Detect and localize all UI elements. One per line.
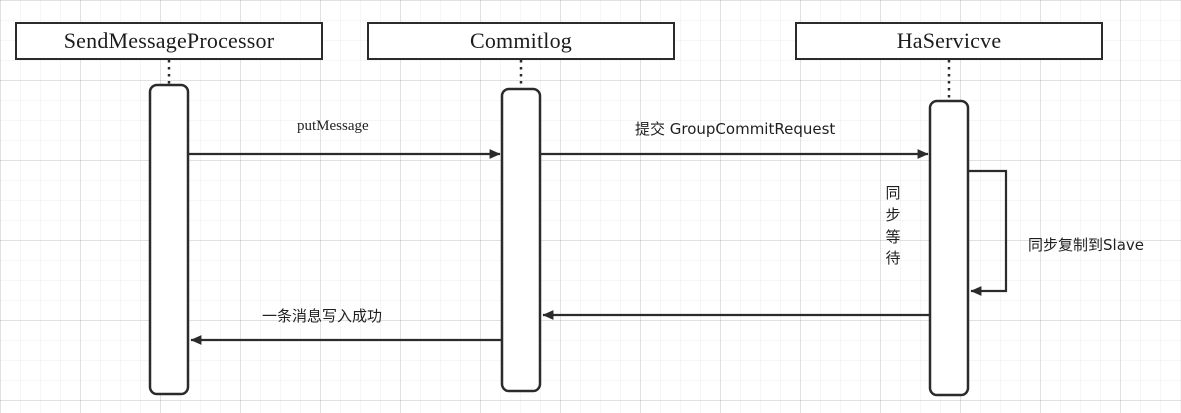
lifelines	[167, 60, 951, 102]
activation-commitlog	[500, 87, 542, 393]
participant-box-commitlog[interactable]: Commitlog	[367, 22, 675, 60]
message-arrow-sync-replicate-to-slave[interactable]	[969, 169, 1008, 296]
message-label-message-write-success: 一条消息写入成功	[262, 307, 383, 325]
message-label-sync-replicate-to-slave: 同步复制到Slave	[1028, 236, 1144, 254]
participant-box-sendmessageprocessor[interactable]: SendMessageProcessor	[15, 22, 323, 60]
participant-box-haservicve[interactable]: HaServicve	[795, 22, 1103, 60]
annotation-sync-wait-char-4: 待	[885, 249, 901, 268]
activation-sendmessageprocessor	[148, 83, 190, 396]
annotation-sync-wait-char-3: 等	[885, 227, 901, 246]
participant-label-haservicve: HaServicve	[896, 28, 1002, 53]
message-label-submit-group-commit-request: 提交 GroupCommitRequest	[635, 120, 836, 138]
message-label-put-message: putMessage	[297, 118, 369, 134]
message-arrows	[189, 149, 1008, 345]
activation-haservicve	[928, 99, 970, 397]
participant-label-commitlog: Commitlog	[469, 28, 573, 53]
annotation-sync-wait-char-2: 步	[885, 205, 901, 224]
annotation-sync-wait: 同 步 等 待	[884, 183, 902, 270]
annotation-sync-wait-char-1: 同	[885, 184, 901, 202]
participant-label-sendmessageprocessor: SendMessageProcessor	[63, 28, 275, 53]
activation-bars	[148, 83, 970, 397]
